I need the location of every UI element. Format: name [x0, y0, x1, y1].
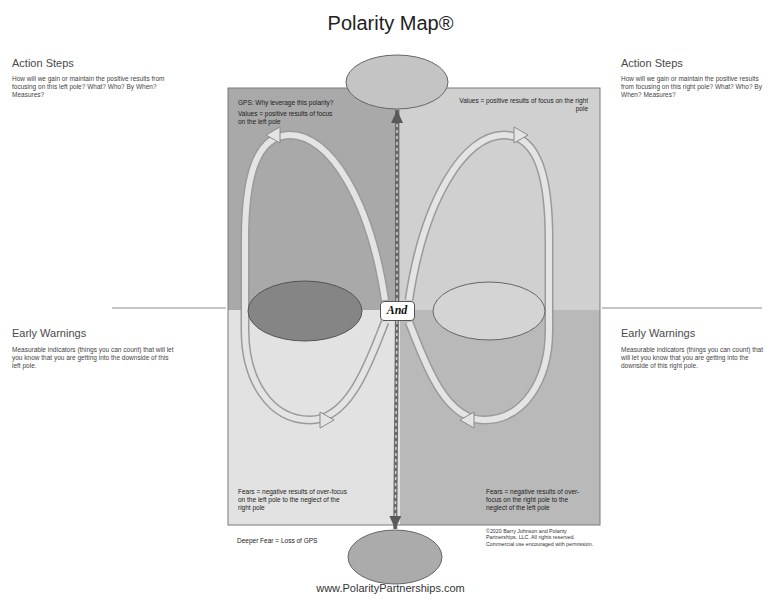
text-slot: Fears = negative results of over-focus o…: [486, 488, 588, 511]
text-slot: Action Steps: [12, 57, 182, 70]
text-slot: Fears = negative results of over-focus o…: [238, 488, 348, 511]
text-slot: Action Steps: [621, 57, 771, 70]
text-slot: Deeper Fear = Loss of GPS: [237, 537, 343, 545]
section-note: Measurable indicators (things you can co…: [621, 346, 771, 369]
text-slot: How will we gain or maintain the positiv…: [12, 75, 177, 98]
values-quadrant: Values = positive results of focus on th…: [400, 88, 600, 310]
right-pole-ellipse: [433, 282, 545, 340]
text-slot: Measurable indicators (things you can co…: [12, 346, 177, 369]
map-border: [228, 88, 600, 525]
loop-arrowhead: [320, 412, 334, 428]
text-slot: Measurable indicators (things you can co…: [621, 346, 771, 369]
ellipse-outline: [346, 55, 448, 109]
left-pole-ellipse: [248, 281, 362, 341]
divider-line: [602, 308, 762, 309]
ellipse-shape: [345, 54, 449, 110]
section-heading: Early Warnings: [12, 327, 182, 340]
copyright-note: ©2020 Barry Johnson and Polarity Partner…: [486, 528, 594, 547]
upper-right-quadrant: [400, 88, 600, 310]
deeper-fear-ellipse: Deeper Fear = Loss of GPS: [347, 529, 443, 585]
loop-outline: [245, 135, 385, 420]
values-quadrant: Values = positive results of focus on th…: [228, 88, 400, 310]
arrow-shaft: [395, 110, 399, 301]
text-slot: Polarity Map®: [0, 12, 781, 34]
loop-arrowhead: [266, 127, 280, 143]
braid-detail: [396, 122, 398, 301]
text-slot: GPS: Why leverage this polarity?: [238, 99, 342, 107]
braid-detail: [395, 321, 397, 517]
fears-quadrant: Fears = negative results of over-focus o…: [228, 310, 400, 525]
infinity-loop: [409, 135, 549, 420]
section-note: How will we gain or maintain the positiv…: [621, 75, 771, 98]
node-text: Deeper Fear = Loss of GPS: [237, 537, 343, 545]
node-text: GPS: Why leverage this polarity?: [238, 99, 342, 107]
divider-line: [112, 308, 226, 309]
loop-arrowhead: [514, 127, 528, 143]
section-heading: Action Steps: [621, 57, 771, 70]
diagram-title: Polarity Map®: [0, 12, 781, 34]
infinity-loop: [245, 135, 385, 420]
node-text: And: [381, 304, 414, 317]
text-slot: How will we gain or maintain the positiv…: [621, 75, 771, 98]
arrow-shaft: [395, 321, 397, 529]
ellipse-shape: [347, 529, 443, 585]
section-note: How will we gain or maintain the positiv…: [12, 75, 177, 98]
node-text: Values = positive results of focus on th…: [238, 110, 338, 126]
loop-arrowhead: [460, 412, 474, 428]
node-text: Values = positive results of focus on th…: [456, 97, 588, 113]
upper-left-quadrant: [228, 88, 400, 310]
node-text: Fears = negative results of over-focus o…: [486, 488, 588, 511]
polarity-arrow: [397, 110, 398, 301]
section-heading: Early Warnings: [621, 327, 771, 340]
fears-quadrant: Fears = negative results of over-focus o…: [400, 310, 600, 525]
text-slot: Early Warnings: [621, 327, 771, 340]
loop-outline: [409, 135, 549, 420]
ellipse-outline: [348, 530, 442, 584]
text-slot: ©2020 Barry Johnson and Polarity Partner…: [486, 528, 594, 547]
and-connector: And: [380, 301, 415, 321]
text-slot: Early Warnings: [12, 327, 182, 340]
section-note: Measurable indicators (things you can co…: [12, 346, 177, 369]
node-text: Fears = negative results of over-focus o…: [238, 488, 348, 511]
gps-ellipse: GPS: Why leverage this polarity?: [345, 54, 449, 110]
text-slot: Values = positive results of focus on th…: [238, 110, 338, 126]
polarity-arrow: [395, 321, 397, 529]
text-slot: Values = positive results of focus on th…: [456, 97, 588, 113]
section-heading: Action Steps: [12, 57, 182, 70]
text-slot: And: [381, 304, 414, 317]
